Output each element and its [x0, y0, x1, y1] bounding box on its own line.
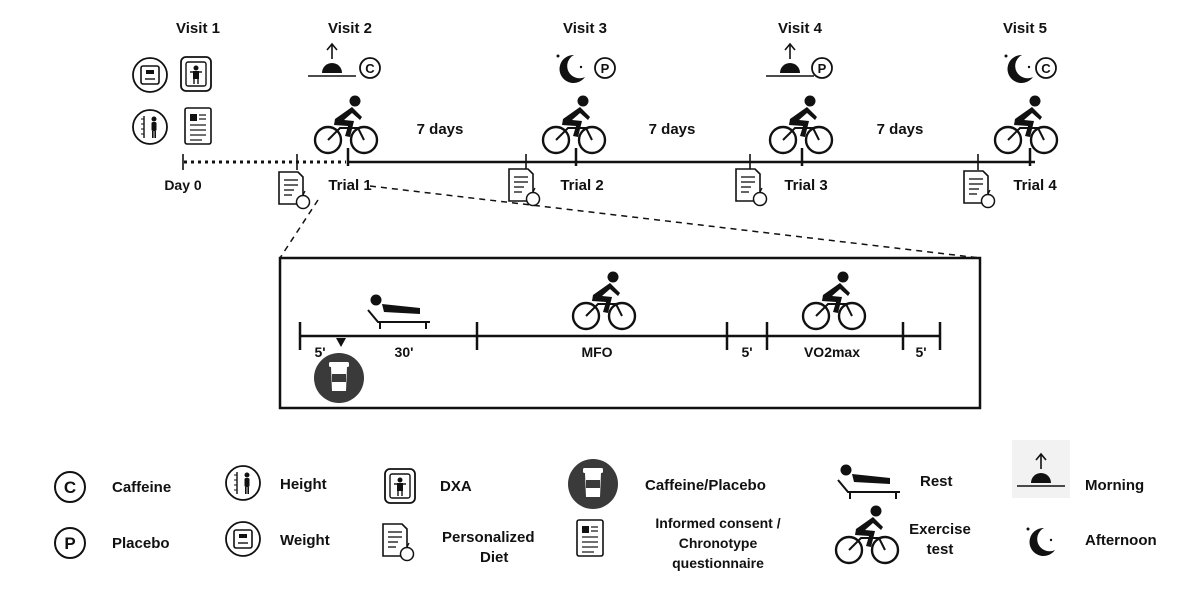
caffeine-icon: C	[54, 471, 86, 503]
interval-label-1: 7 days	[417, 121, 464, 138]
visit-1-header: Visit 1	[132, 20, 220, 145]
height-icon	[132, 109, 168, 145]
protocol-rest-label: 30'	[395, 344, 414, 360]
legend-consent-label-3: questionnaire	[672, 555, 764, 571]
afternoon-icon	[1004, 54, 1033, 83]
protocol-pre-label: 5'	[314, 344, 325, 360]
diet-icon	[382, 523, 415, 562]
morning-icon	[307, 43, 357, 77]
placebo-icon: P	[811, 57, 833, 79]
visit-2-label: Visit 2	[328, 20, 372, 37]
interval-label-3: 7 days	[877, 121, 924, 138]
legend-height: Height	[225, 465, 327, 501]
scale-icon	[132, 57, 168, 93]
visit-5-label: Visit 5	[1003, 20, 1047, 37]
svg-text:P: P	[818, 61, 827, 76]
diet-icon	[508, 168, 541, 207]
svg-text:P: P	[601, 61, 610, 76]
legend-capsule-label: Caffeine/Placebo	[645, 477, 766, 494]
placebo-icon: P	[54, 527, 86, 559]
legend-weight: Weight	[225, 521, 330, 557]
placebo-icon: P	[594, 57, 616, 79]
legend-exercise: Exercise test	[834, 504, 971, 565]
afternoon-icon	[1026, 527, 1055, 556]
legend-rest: Rest	[837, 463, 953, 500]
legend-diet-label-2: Diet	[480, 549, 508, 566]
zoom-line-left	[279, 199, 319, 259]
capsule-icon	[314, 353, 364, 403]
protocol-post-label: 5'	[915, 344, 926, 360]
cyclist-icon	[768, 94, 834, 155]
day0-label: Day 0	[164, 177, 202, 193]
trial-2-label: Trial 2	[560, 177, 603, 194]
legend-caffeine: C Caffeine	[54, 471, 171, 503]
legend-height-label: Height	[280, 476, 327, 493]
protocol-frame	[278, 256, 982, 410]
legend-exercise-label-2: test	[927, 541, 954, 558]
cyclist-icon	[313, 94, 379, 155]
diet-icon	[963, 170, 996, 209]
main-timeline: Day 0 Trial 1 Trial 2 Trial 3 Trial 4 7 …	[164, 121, 1057, 210]
morning-icon	[765, 43, 815, 77]
intake-marker	[336, 338, 346, 347]
legend-consent-label-2: Chronotype	[679, 535, 758, 551]
cyclist-icon	[541, 94, 607, 155]
protocol-vo2-label: VO2max	[804, 344, 860, 360]
svg-text:C: C	[365, 61, 375, 76]
legend-placebo-label: Placebo	[112, 535, 170, 552]
visit-4-label: Visit 4	[778, 20, 823, 37]
svg-text:C: C	[1041, 61, 1051, 76]
dxa-icon	[384, 468, 416, 504]
legend-rest-label: Rest	[920, 473, 953, 490]
visit-3-header: Visit 3 P	[541, 20, 616, 155]
visit-4-header: Visit 4 P	[765, 20, 834, 155]
legend-exercise-label-1: Exercise	[909, 521, 971, 538]
zoom-line-right	[369, 185, 981, 259]
cyclist-icon	[834, 504, 900, 565]
consent-icon	[184, 107, 212, 145]
visit-3-label: Visit 3	[563, 20, 607, 37]
legend-weight-label: Weight	[280, 532, 330, 549]
legend-afternoon-label: Afternoon	[1085, 532, 1157, 549]
caffeine-icon: C	[359, 57, 381, 79]
interval-label-2: 7 days	[649, 121, 696, 138]
visit-5-header: Visit 5 C	[993, 20, 1059, 155]
consent-icon	[576, 519, 604, 557]
trial-4-label: Trial 4	[1013, 177, 1057, 194]
scale-icon	[225, 521, 261, 557]
protocol-gap-label: 5'	[741, 344, 752, 360]
legend-caffeine-label: Caffeine	[112, 479, 171, 496]
diet-icon	[735, 168, 768, 207]
caffeine-icon: C	[1035, 57, 1057, 79]
trial-3-label: Trial 3	[784, 177, 827, 194]
legend-capsule: Caffeine/Placebo	[568, 459, 766, 509]
legend-dxa: DXA	[384, 468, 472, 504]
svg-text:P: P	[64, 534, 75, 553]
capsule-icon	[568, 459, 618, 509]
diet-icon	[278, 171, 311, 210]
legend-afternoon: Afternoon	[1026, 527, 1157, 556]
legend-morning-label: Morning	[1085, 477, 1144, 494]
afternoon-icon	[556, 54, 585, 83]
height-icon	[225, 465, 261, 501]
protocol-mfo-label: MFO	[581, 344, 612, 360]
visit-2-header: Visit 2 C	[307, 20, 381, 155]
legend: C Caffeine P Placebo Height Weight DXA P…	[54, 440, 1157, 571]
legend-diet: Personalized Diet	[382, 523, 535, 566]
legend-dxa-label: DXA	[440, 478, 472, 495]
legend-consent-label-1: Informed consent /	[655, 515, 780, 531]
dxa-icon	[180, 56, 212, 92]
legend-consent: Informed consent / Chronotype questionna…	[576, 515, 781, 571]
visit-1-label: Visit 1	[176, 20, 220, 37]
legend-morning: Morning	[1012, 440, 1144, 498]
svg-text:C: C	[64, 478, 76, 497]
trial-1-label: Trial 1	[328, 177, 371, 194]
protocol-box: 5' 30' MFO 5' VO2max 5'	[278, 256, 982, 410]
cyclist-icon	[993, 94, 1059, 155]
rest-icon	[837, 463, 901, 500]
legend-diet-label-1: Personalized	[442, 529, 535, 546]
legend-placebo: P Placebo	[54, 527, 170, 559]
